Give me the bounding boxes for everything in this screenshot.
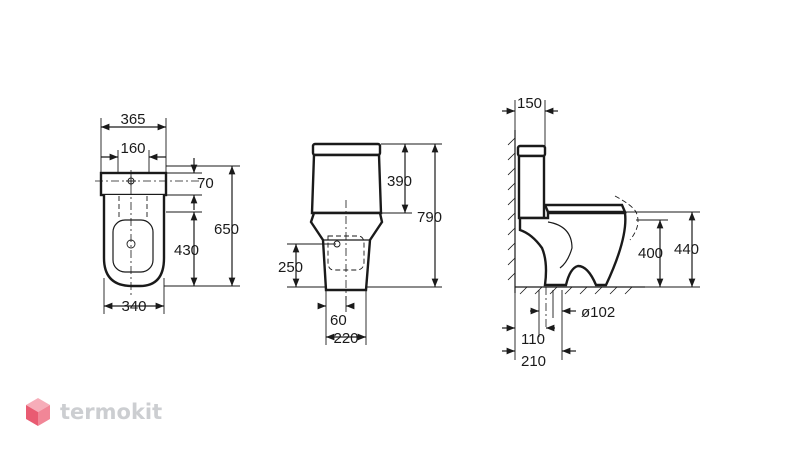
dim-inlet-offset: 70 xyxy=(197,175,214,192)
logo-cube-left xyxy=(26,405,38,426)
front-view: 390 790 250 60 220 xyxy=(278,142,442,347)
front-tank-lid xyxy=(311,142,382,157)
dim-width-inlet: 160 xyxy=(120,140,145,157)
top-seat-opening xyxy=(112,219,154,273)
dim-tank-depth: 150 xyxy=(517,95,542,112)
side-lid xyxy=(543,203,627,214)
side-view: 150 400 440 ø102 110 210 xyxy=(502,95,700,370)
dim-inlet-height: 250 xyxy=(278,259,303,276)
dim-tank-height: 390 xyxy=(387,173,412,190)
dim-depth-total: 650 xyxy=(214,221,239,238)
side-tank xyxy=(517,154,546,220)
dim-width-bottom: 340 xyxy=(121,298,146,315)
dim-rim-height: 440 xyxy=(674,241,699,258)
top-bowl xyxy=(102,195,166,288)
dim-width-total: 365 xyxy=(120,111,145,128)
dim-outlet-offset-far: 210 xyxy=(521,353,546,370)
dim-depth-inner: 430 xyxy=(174,242,199,259)
top-view: 365 160 70 430 650 xyxy=(95,111,240,315)
dim-base-width: 220 xyxy=(333,330,358,347)
dim-seat-height: 400 xyxy=(638,245,663,262)
wall-hatch xyxy=(507,137,516,281)
brand-name: termokit xyxy=(60,400,162,424)
logo-cube-right xyxy=(38,405,50,426)
side-bowl xyxy=(518,211,627,287)
floor-hatch xyxy=(519,286,633,295)
dim-foot-width: 60 xyxy=(330,312,347,329)
top-tank xyxy=(99,171,168,197)
side-tank-lid xyxy=(516,144,547,158)
front-bowl xyxy=(309,211,384,292)
dim-outlet-offset-near: 110 xyxy=(521,331,545,348)
termokit-logo: termokit xyxy=(26,398,162,426)
front-tank xyxy=(310,153,383,215)
dim-outlet-diameter: ø102 xyxy=(581,304,615,321)
dim-total-height: 790 xyxy=(417,209,442,226)
